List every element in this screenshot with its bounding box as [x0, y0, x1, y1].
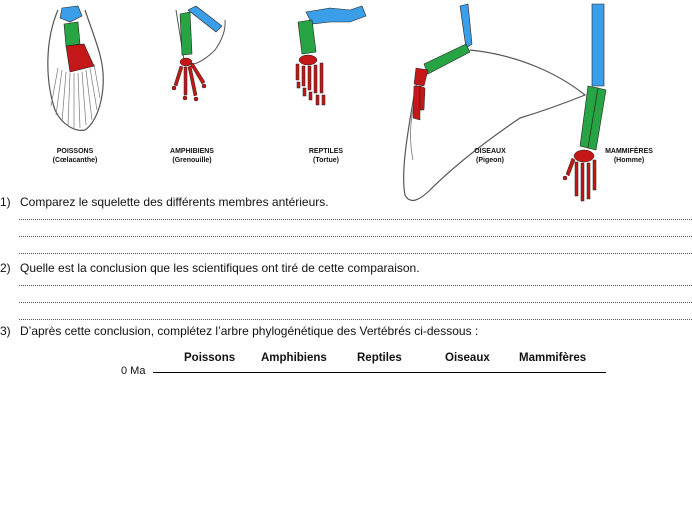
- taxon-label-reptiles: Reptiles: [357, 352, 402, 364]
- taxon-label-poissons: Poissons: [184, 352, 236, 364]
- figure-species-label: (Grenouille): [172, 157, 212, 164]
- figure-caption-reptile: REPTILES (Tortue): [298, 147, 354, 165]
- answer-line[interactable]: [19, 236, 692, 237]
- frog-limb-figure: [171, 5, 226, 102]
- answer-line[interactable]: [19, 285, 692, 286]
- timeline-axis: [153, 372, 606, 373]
- human-arm-figure: [562, 3, 607, 202]
- time-origin-label: 0 Ma: [121, 365, 146, 377]
- fish-fin-figure: [47, 5, 104, 131]
- figure-group-label: AMPHIBIENS: [170, 148, 214, 155]
- answer-line[interactable]: [19, 302, 692, 303]
- answer-line[interactable]: [19, 219, 692, 220]
- figure-caption-mammal: MAMMIFÈRES (Homme): [598, 147, 660, 165]
- figure-species-label: (Homme): [613, 157, 645, 164]
- figure-species-label: (Tortue): [313, 157, 339, 164]
- figure-caption-amphibian: AMPHIBIENS (Grenouille): [160, 147, 224, 165]
- figure-group-label: MAMMIFÈRES: [605, 148, 653, 155]
- figure-species-label: (Cœlacanthe): [52, 157, 98, 164]
- question-number: 2): [0, 261, 11, 275]
- taxon-label-mammiferes: Mammifères: [519, 352, 587, 364]
- figure-group-label: POISSONS: [56, 148, 94, 155]
- question-number: 3): [0, 324, 11, 338]
- question-text: Comparez le squelette des différents mem…: [20, 195, 329, 209]
- taxon-label-amphibiens: Amphibiens: [261, 352, 327, 364]
- figure-caption-bird: OISEAUX (Pigeon): [462, 147, 518, 165]
- taxon-label-oiseaux: Oiseaux: [445, 352, 490, 364]
- figure-group-label: OISEAUX: [474, 148, 506, 155]
- question-text: Quelle est la conclusion que les scienti…: [20, 261, 420, 275]
- question-number: 1): [0, 195, 11, 209]
- figure-group-label: REPTILES: [308, 148, 344, 155]
- forelimb-skeleton-figures: [47, 3, 607, 202]
- turtle-limb-figure: [295, 5, 367, 106]
- answer-line[interactable]: [19, 319, 692, 320]
- answer-line[interactable]: [19, 253, 692, 254]
- figure-species-label: (Pigeon): [476, 157, 504, 164]
- pigeon-wing-figure: [403, 3, 587, 202]
- question-text: D’après cette conclusion, complétez l’ar…: [20, 324, 479, 338]
- figure-caption-fish: POISSONS (Cœlacanthe): [45, 147, 105, 165]
